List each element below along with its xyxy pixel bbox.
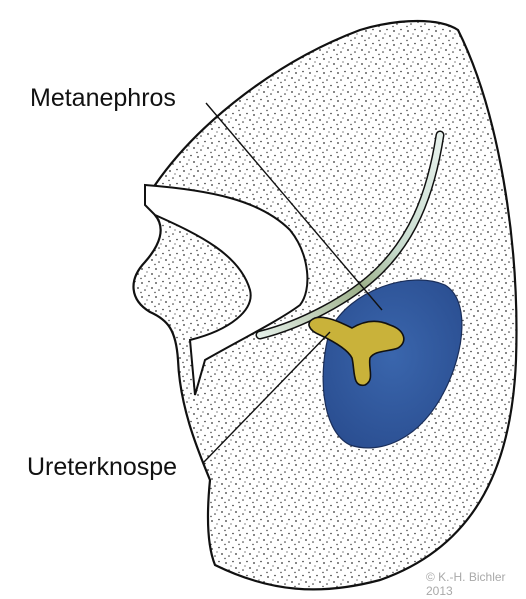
metanephros-region xyxy=(322,279,463,449)
label-ureterknospe: Ureterknospe xyxy=(27,453,178,481)
leader-line-metanephros xyxy=(205,102,383,311)
leader-line-ureterknospe xyxy=(202,331,331,464)
copyright-line-2: 2013 xyxy=(426,584,453,598)
wolffian-duct-fill xyxy=(257,132,443,338)
cavity xyxy=(144,183,309,396)
copyright-line-1: © K.-H. Bichler xyxy=(426,570,506,584)
ureteric-bud xyxy=(308,316,405,386)
label-metanephros: Metanephros xyxy=(30,84,176,112)
